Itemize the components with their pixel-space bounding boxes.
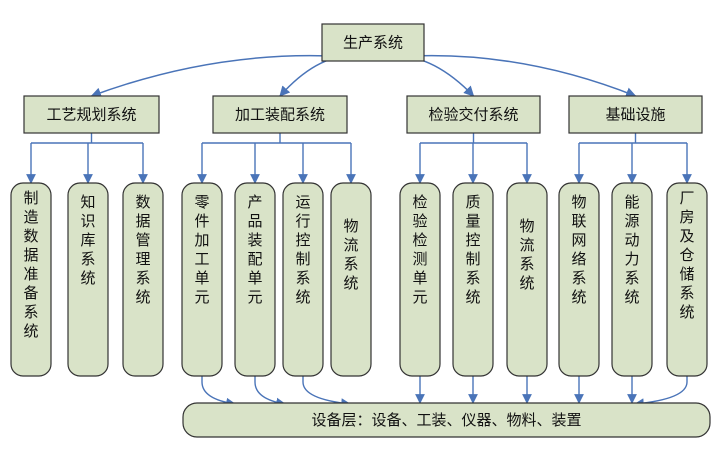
subsystem-node: 产品装配单元 <box>234 182 276 377</box>
subsystem-label: 质量控制系统 <box>465 193 480 306</box>
subsystem-node: 数据管理系统 <box>122 182 164 377</box>
group-node: 工艺规划系统 <box>23 95 160 134</box>
group-node: 加工装配系统 <box>212 95 348 134</box>
subsystem-node: 能源动力系统 <box>611 182 653 377</box>
root-to-group-connector <box>372 55 475 97</box>
root-label: 生产系统 <box>343 34 403 52</box>
subsystem-node: 运行控制系统 <box>282 182 324 377</box>
root-node-shape <box>321 23 425 62</box>
subsystem-node: 物流系统 <box>506 182 548 377</box>
subsystem-node: 质量控制系统 <box>452 182 494 377</box>
root-to-group-connector <box>372 54 637 98</box>
subsystem-node: 制造数据准备系统 <box>10 182 52 377</box>
group-node-shape <box>406 95 541 134</box>
subsystem-node: 检验检测单元 <box>399 182 441 377</box>
subsystem-node: 零件加工单元 <box>181 182 223 377</box>
equipment-layer-shape <box>182 402 711 438</box>
group-label: 加工装配系统 <box>235 106 325 124</box>
connectors <box>26 54 692 409</box>
group-node-shape <box>23 95 160 134</box>
subsystem-label: 产品装配单元 <box>247 193 262 306</box>
root-node: 生产系统 <box>321 23 425 62</box>
subsystem-shape <box>181 182 223 377</box>
subsystem-shape <box>330 182 372 377</box>
subsystem-label: 物流系统 <box>519 217 534 292</box>
subsystem-shape <box>666 182 708 377</box>
subsystem-label: 能源动力系统 <box>624 193 639 306</box>
subsystem-shape <box>122 182 164 377</box>
subsystem-shape <box>452 182 494 377</box>
child-to-equipment-connector <box>302 376 351 408</box>
subsystem-node: 知识库系统 <box>67 182 109 377</box>
subsystem-node: 厂房及仓储系统 <box>666 182 708 377</box>
subsystem-shape <box>282 182 324 377</box>
subsystem-label: 物流系统 <box>343 217 358 292</box>
group-label: 工艺规划系统 <box>46 106 136 124</box>
subsystem-label: 数据管理系统 <box>135 193 150 306</box>
group-label: 基础设施 <box>605 106 665 124</box>
subsystem-shape <box>10 182 52 377</box>
child-to-equipment-connector <box>634 376 688 409</box>
subsystem-shape <box>506 182 548 377</box>
subsystem-shape <box>611 182 653 377</box>
equipment-layer-label: 设备层：设备、工装、仪器、物料、装置 <box>311 411 581 429</box>
group-node-shape <box>568 95 703 134</box>
group-node: 基础设施 <box>568 95 703 134</box>
group-label: 检验交付系统 <box>428 106 518 124</box>
subsystem-label: 制造数据准备系统 <box>23 189 38 340</box>
equipment-layer-node: 设备层：设备、工装、仪器、物料、装置 <box>182 402 711 438</box>
subsystem-shape <box>67 182 109 377</box>
subsystem-label: 厂房及仓储系统 <box>679 189 694 321</box>
child-to-equipment-connector <box>254 376 286 408</box>
subsystem-label: 检验检测单元 <box>412 193 427 306</box>
subsystem-label: 运行控制系统 <box>295 193 310 306</box>
subsystem-node: 物流系统 <box>330 182 372 377</box>
subsystem-label: 零件加工单元 <box>194 193 209 306</box>
subsystem-label: 物联网络系统 <box>571 193 586 306</box>
group-node-shape <box>212 95 348 134</box>
root-to-group-connector <box>90 54 374 98</box>
root-to-group-connector <box>279 55 374 97</box>
subsystem-node: 物联网络系统 <box>558 182 600 377</box>
group-node: 检验交付系统 <box>406 95 541 134</box>
subsystem-label: 知识库系统 <box>80 193 95 287</box>
subsystem-shape <box>399 182 441 377</box>
subsystem-shape <box>234 182 276 377</box>
subsystem-shape <box>558 182 600 377</box>
child-to-equipment-connector <box>201 376 236 408</box>
